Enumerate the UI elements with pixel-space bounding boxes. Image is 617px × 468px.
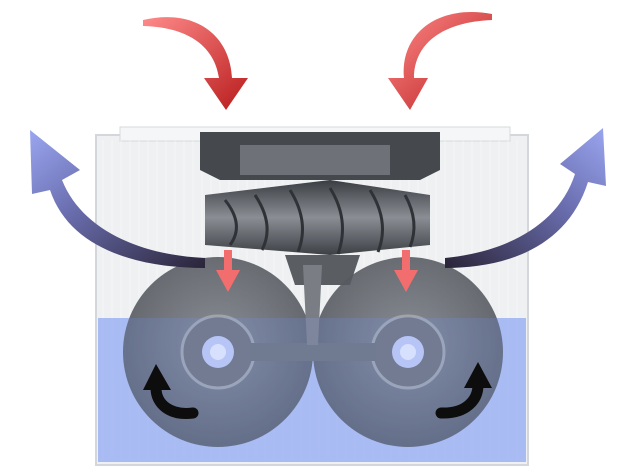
intake-arrow-right xyxy=(388,12,492,110)
fan-motor-detail xyxy=(240,145,390,175)
fan-blades xyxy=(205,180,430,255)
intake-arrow-left xyxy=(143,17,248,110)
